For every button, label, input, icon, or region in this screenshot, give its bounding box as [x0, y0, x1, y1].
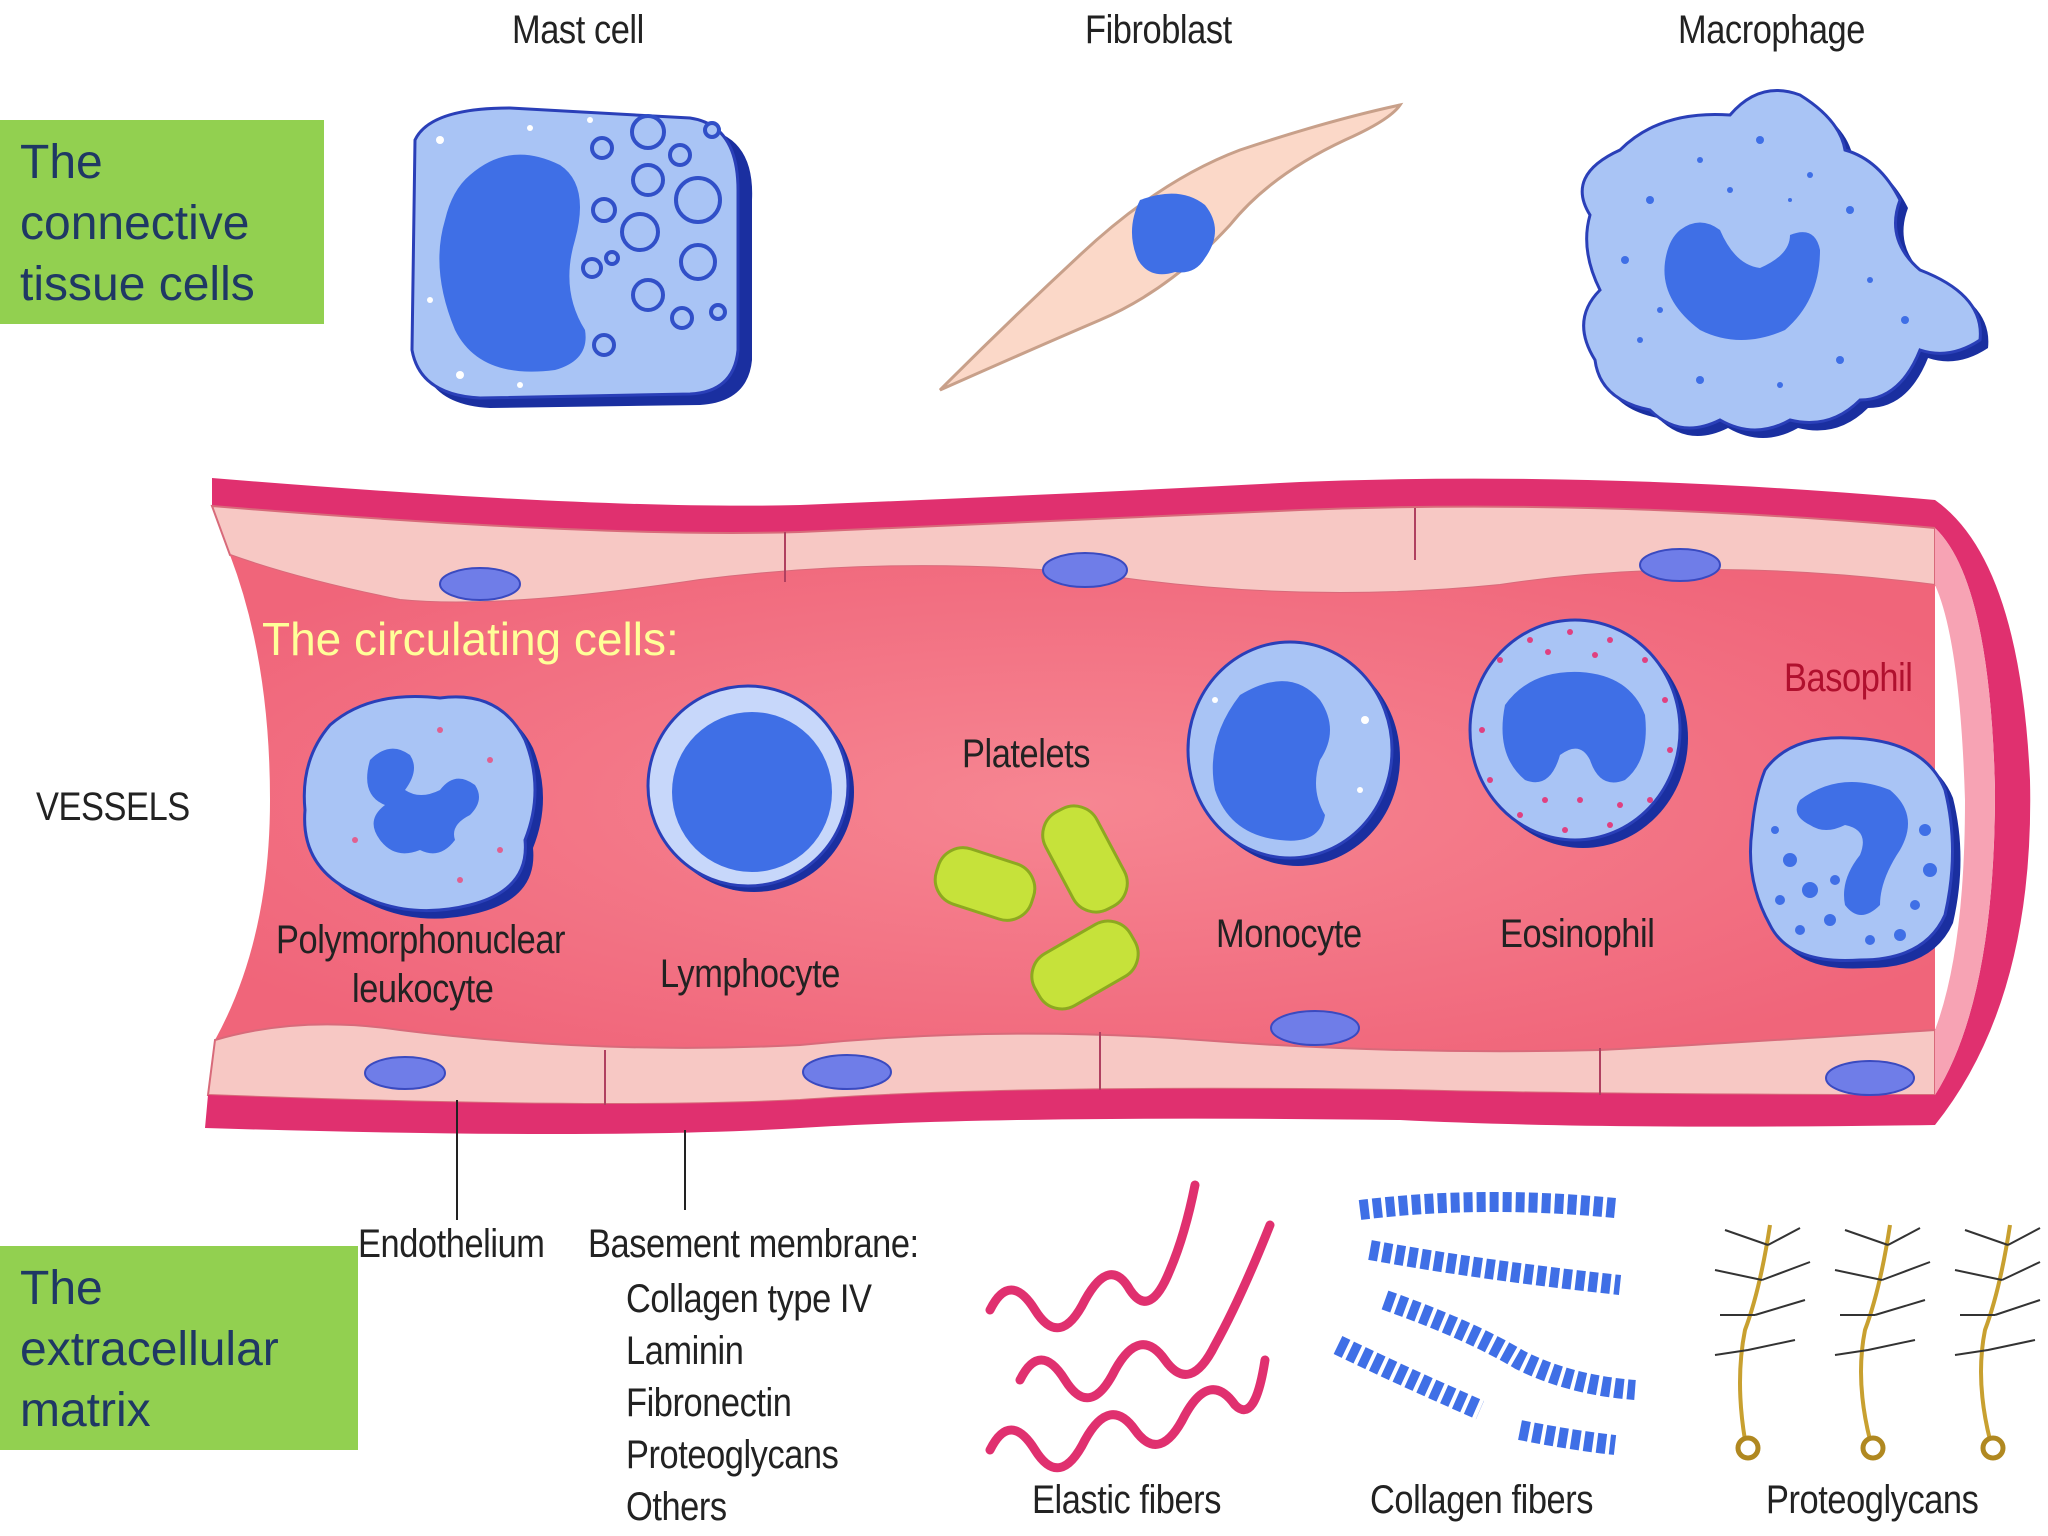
collagen-fibers [1333, 1191, 1636, 1455]
matrix-box-line3: matrix [20, 1384, 151, 1437]
pmn-label-line1: Polymorphonuclear [276, 918, 566, 962]
vessels-label: VESSELS [36, 785, 190, 829]
collagen-fibers-label: Collagen fibers [1370, 1478, 1594, 1522]
eosinophil [1468, 618, 1688, 848]
macrophage-label: Macrophage [1678, 8, 1865, 52]
fibroblast [938, 102, 1404, 392]
connective-box-line1: The [20, 136, 103, 189]
pmn-leukocyte [302, 695, 543, 919]
basement-item: Laminin [626, 1329, 744, 1373]
pmn-label-line2: leukocyte [352, 967, 494, 1011]
matrix-box-line2: extracellular [20, 1323, 279, 1376]
platelets [933, 804, 1140, 1011]
basement-item: Proteoglycans [626, 1433, 839, 1477]
basophil [1749, 736, 1961, 969]
eosinophil-label: Eosinophil [1500, 912, 1655, 956]
lymphocyte-label: Lymphocyte [660, 952, 840, 996]
basement-item: Others [626, 1485, 727, 1529]
circulating-cells-label: The circulating cells: [262, 613, 679, 665]
pointer-lines [456, 1100, 686, 1220]
basement-item: Fibronectin [626, 1381, 792, 1425]
platelets-label: Platelets [962, 732, 1091, 776]
basement-membrane-list: Collagen type IV Laminin Fibronectin Pro… [626, 1273, 872, 1533]
monocyte [1186, 640, 1400, 866]
lymphocyte [646, 684, 854, 892]
endothelium-label: Endothelium [358, 1222, 545, 1266]
elastic-fibers-label: Elastic fibers [1032, 1478, 1221, 1522]
proteoglycans [1714, 1224, 2041, 1461]
connective-tissue-box: The connective tissue cells [0, 120, 324, 324]
basement-membrane-label: Basement membrane: [588, 1222, 919, 1266]
elastic-fibers [985, 1180, 1275, 1473]
monocyte-label: Monocyte [1216, 912, 1362, 956]
proteoglycans-label: Proteoglycans [1766, 1478, 1979, 1522]
basement-item: Collagen type IV [626, 1277, 872, 1321]
connective-box-line2: connective [20, 197, 250, 250]
fibroblast-label: Fibroblast [1085, 8, 1232, 52]
extracellular-matrix-box: The extracellular matrix [0, 1246, 358, 1450]
matrix-box-line1: The [20, 1262, 103, 1315]
mast-cell-label: Mast cell [512, 8, 644, 52]
mast-cell [410, 106, 753, 408]
macrophage [1580, 89, 1989, 438]
basophil-label: Basophil [1784, 656, 1913, 700]
connective-box-line3: tissue cells [20, 258, 255, 311]
